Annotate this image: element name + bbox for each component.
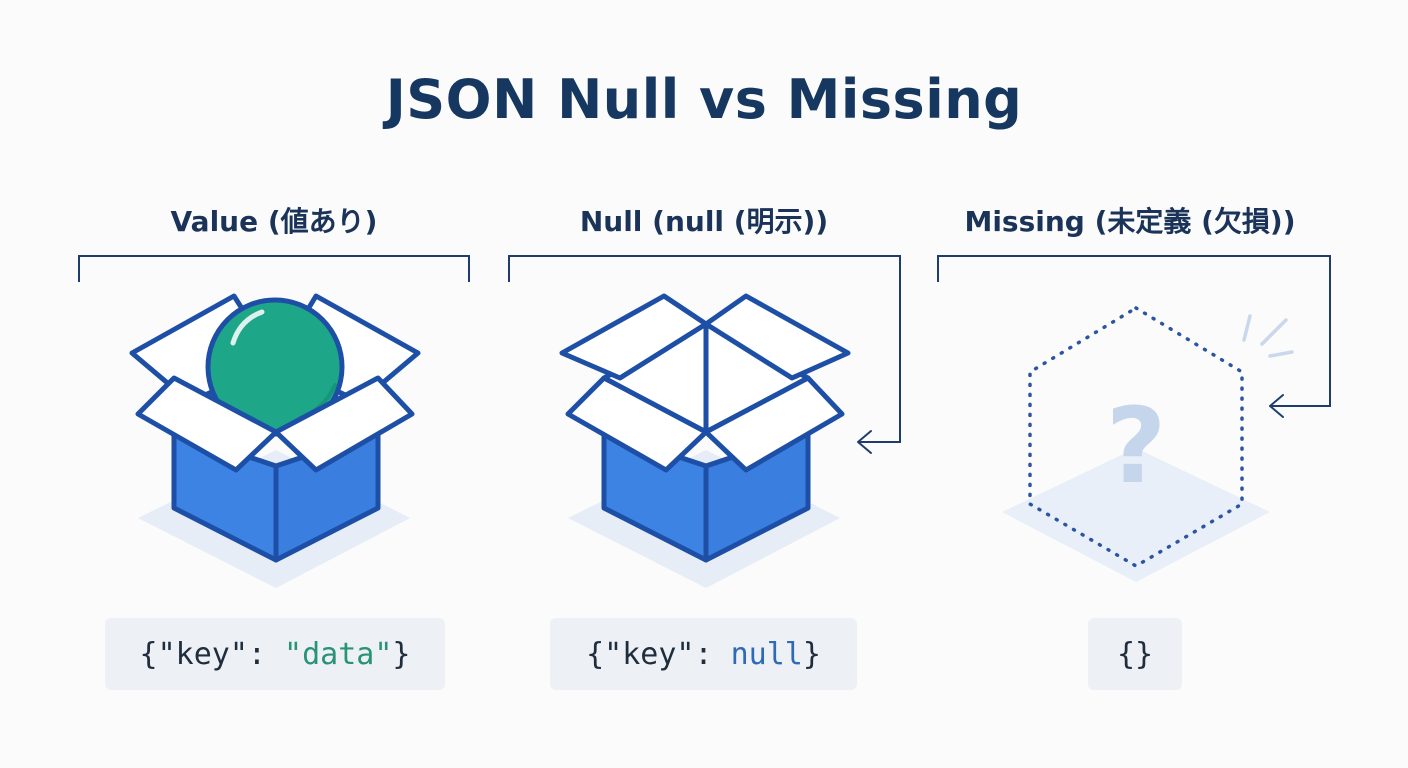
- page-title: JSON Null vs Missing: [385, 68, 1023, 131]
- missing-code-open: {}: [1116, 636, 1154, 672]
- null-column-title: Null (null (明示)): [579, 205, 829, 238]
- null-code-value: null: [730, 636, 803, 672]
- null-box-icon: [559, 293, 851, 588]
- null-arrow-head-icon: [857, 430, 872, 454]
- null-code-close: }: [802, 636, 821, 672]
- sparkle-icon: [1242, 314, 1294, 358]
- value-code-snippet: {"key": "data"}: [105, 618, 445, 690]
- question-mark-icon: ?: [1106, 385, 1166, 507]
- null-code-open: {"key":: [586, 636, 731, 672]
- value-column-title: Value (値あり): [170, 205, 378, 238]
- missing-code-snippet: {}: [1088, 618, 1182, 690]
- ball-icon: [205, 297, 345, 437]
- value-box-icon: [129, 293, 421, 588]
- null-bracket: [508, 255, 901, 443]
- missing-column-title: Missing (未定義 (欠損)): [964, 205, 1296, 238]
- null-code-snippet: {"key": null}: [550, 618, 857, 690]
- value-code-close: }: [392, 636, 411, 672]
- value-code-value: "data": [284, 636, 393, 672]
- value-bracket: [78, 255, 470, 282]
- missing-placeholder-icon: ?: [1002, 305, 1294, 582]
- missing-arrow-head-icon: [1269, 394, 1284, 418]
- missing-bracket: [937, 255, 1331, 407]
- value-code-open: {"key":: [139, 636, 285, 672]
